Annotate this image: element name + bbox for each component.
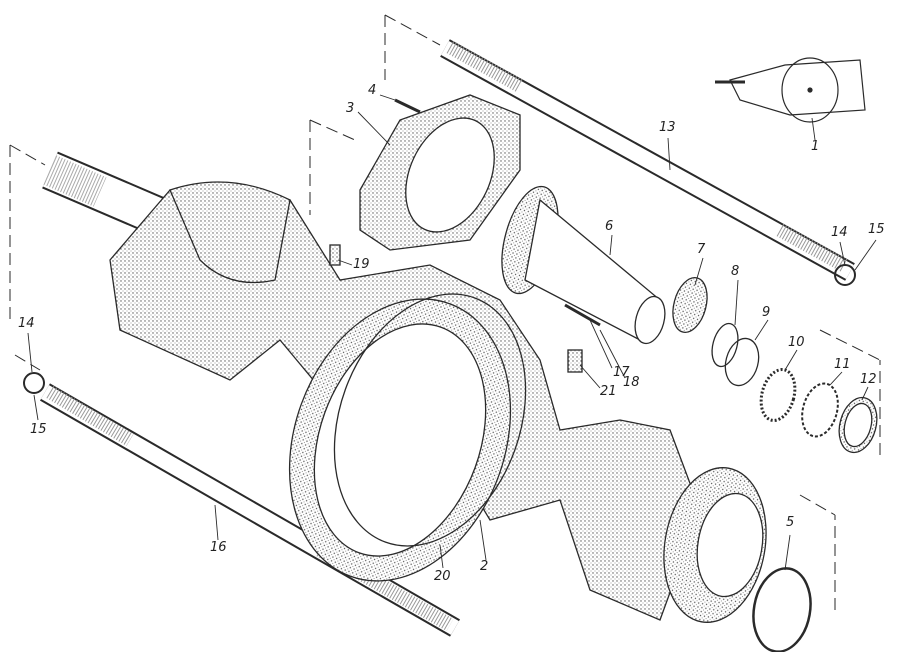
callout-12: 12 bbox=[860, 372, 877, 387]
callout-10: 10 bbox=[788, 335, 805, 350]
callout-20: 20 bbox=[434, 569, 451, 584]
half-shaft-16 bbox=[40, 383, 460, 637]
callout-8: 8 bbox=[731, 264, 740, 279]
callout-16: 16 bbox=[210, 540, 227, 555]
callout-6: 6 bbox=[605, 219, 614, 234]
callout-18: 18 bbox=[623, 375, 640, 390]
circlip-left bbox=[23, 372, 45, 394]
callout-13: 13 bbox=[659, 120, 676, 135]
ring-10 bbox=[759, 368, 797, 422]
half-shaft-13 bbox=[440, 39, 855, 281]
o-ring-5 bbox=[752, 567, 812, 652]
ring-9 bbox=[724, 337, 760, 387]
ring-8 bbox=[711, 322, 739, 368]
callout-14-left: 14 bbox=[18, 316, 35, 331]
bearing-7 bbox=[672, 276, 708, 334]
lock-washer-11 bbox=[801, 382, 839, 438]
callout-11: 11 bbox=[834, 357, 851, 372]
callout-3: 3 bbox=[346, 101, 355, 116]
callout-21: 21 bbox=[600, 384, 617, 399]
callout-19: 19 bbox=[353, 257, 370, 272]
callout-9: 9 bbox=[762, 305, 771, 320]
callout-14-right: 14 bbox=[831, 225, 848, 240]
inset-diagram bbox=[715, 57, 866, 123]
callout-5: 5 bbox=[786, 515, 795, 530]
callout-7: 7 bbox=[697, 242, 706, 257]
callout-15-right: 15 bbox=[868, 222, 885, 237]
callout-4: 4 bbox=[368, 83, 377, 98]
axis-lines bbox=[9, 14, 881, 610]
callout-15-left: 15 bbox=[30, 422, 47, 437]
callout-17: 17 bbox=[613, 365, 630, 380]
callout-1: 1 bbox=[811, 139, 820, 154]
callout-2: 2 bbox=[480, 559, 489, 574]
leader-lines bbox=[27, 94, 877, 571]
